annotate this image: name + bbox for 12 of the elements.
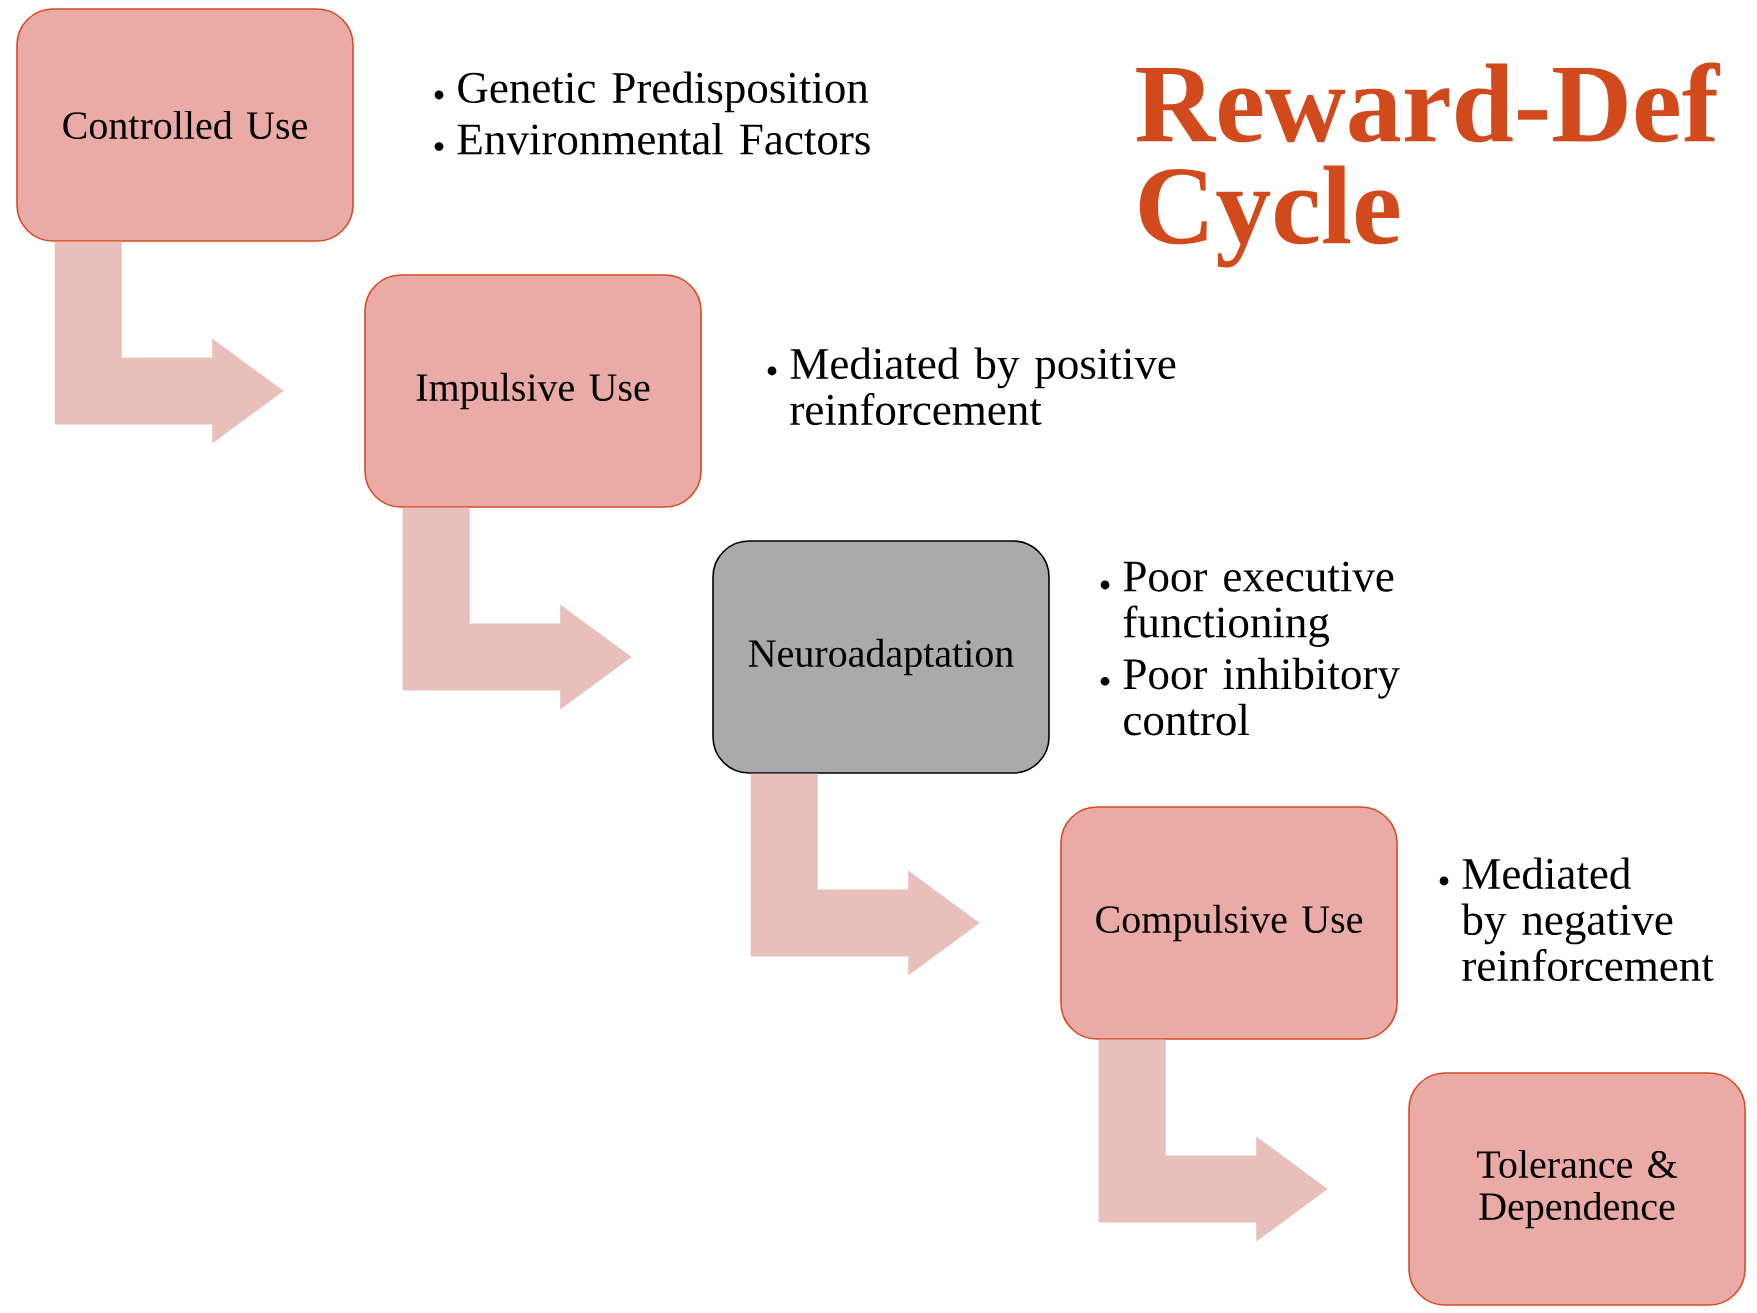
bullet-text: Mediated by negative reinforcement (1461, 857, 1714, 982)
bullet-text: Mediated by positive reinforcement (790, 347, 1176, 426)
bullet-text: Poor executive functioning (1123, 561, 1394, 647)
process-box: Tolerance & Dependence (1408, 1072, 1746, 1306)
bullet-text: Poor inhibitory control (1123, 657, 1400, 736)
process-box: Neuroadaptation (712, 540, 1050, 774)
bullet-text: Environmental Factors (457, 123, 870, 155)
bullet-text: Genetic Predisposition (458, 71, 869, 113)
process-box: Controlled Use (16, 8, 354, 242)
title: Reward-Def Cycle (1136, 62, 1721, 268)
process-box: Compulsive Use (1060, 806, 1398, 1040)
process-box: Impulsive Use (364, 274, 702, 508)
